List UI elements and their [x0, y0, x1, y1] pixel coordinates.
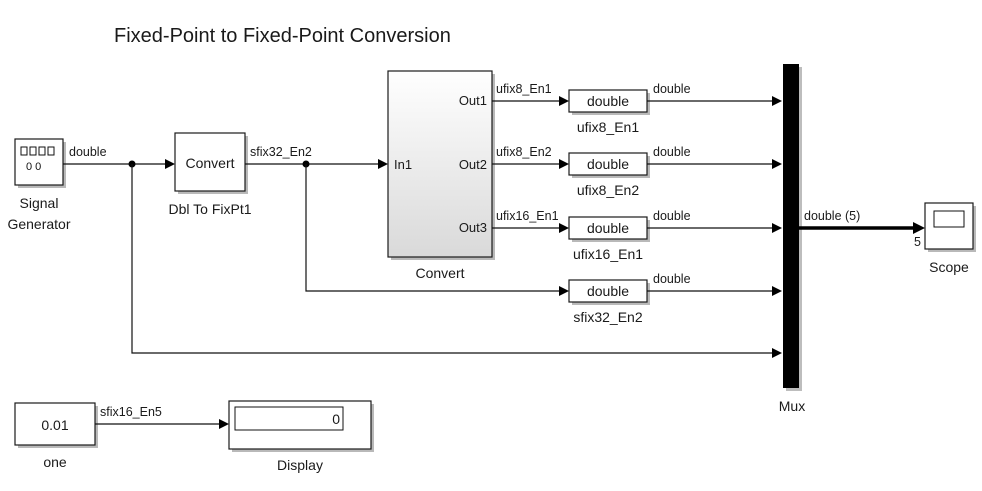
dbl-to-fixpt-label: Dbl To FixPt1 [169, 201, 252, 217]
convert-in-port: In1 [394, 157, 412, 172]
scope-label: Scope [929, 259, 969, 275]
scope-block[interactable] [924, 202, 976, 252]
cast-block-4-text: double [587, 283, 629, 299]
signal-line-mux-out[interactable] [799, 222, 925, 234]
convert-subsystem-block[interactable]: In1 Out1 Out2 Out3 [387, 70, 495, 260]
convert-out-port-1: Out1 [459, 93, 487, 108]
signal-label-mux-out: double (5) [804, 209, 860, 223]
constant-block[interactable]: 0.01 [14, 402, 98, 448]
cast-block-4-label: sfix32_En2 [573, 309, 642, 325]
cast-block-4[interactable]: double [568, 279, 650, 305]
signal-label-cast2-out: double [653, 145, 691, 159]
cast-block-3-text: double [587, 220, 629, 236]
signal-line-cast3-out[interactable] [647, 223, 782, 233]
signal-line-sg-out[interactable] [63, 159, 782, 358]
cast-block-3[interactable]: double [568, 216, 650, 242]
convert-subsystem-label: Convert [415, 265, 464, 281]
convert-out-port-2: Out2 [459, 157, 487, 172]
cast-block-3-label: ufix16_En1 [573, 246, 643, 262]
cast-block-2-text: double [587, 156, 629, 172]
signal-generator-icon: 0 0 [20, 146, 55, 173]
mux-block[interactable] [783, 64, 802, 391]
signal-label-dbl-out: sfix32_En2 [250, 145, 312, 159]
signal-line-cast2-out[interactable] [647, 159, 782, 169]
cast-block-2-label: ufix8_En2 [577, 182, 639, 198]
signal-label-cast4-out: double [653, 272, 691, 286]
scope-icon [933, 210, 965, 228]
constant-label: one [43, 454, 67, 470]
signal-line-cast1-out[interactable] [647, 96, 782, 106]
model-title: Fixed-Point to Fixed-Point Conversion [114, 25, 451, 47]
cast-block-1[interactable]: double [568, 89, 650, 115]
constant-value: 0.01 [41, 417, 68, 433]
signal-label-cast3-out: double [653, 209, 691, 223]
scope-port-width: 5 [914, 235, 921, 249]
signal-generator-label-2: Generator [7, 216, 70, 232]
signal-label-out3: ufix16_En1 [496, 209, 559, 223]
signal-label-cast1-out: double [653, 82, 691, 96]
convert-out-port-3: Out3 [459, 220, 487, 235]
dbl-to-fixpt-text: Convert [185, 155, 234, 171]
display-block[interactable]: 0 [228, 400, 374, 452]
signal-line-out2[interactable] [492, 159, 569, 169]
signal-line-out3[interactable] [492, 223, 569, 233]
signal-generator-icon-text: 0 0 [26, 161, 41, 173]
signal-label-out2: ufix8_En2 [496, 145, 552, 159]
mux-label: Mux [779, 398, 805, 414]
signal-line-out1[interactable] [492, 96, 569, 106]
signal-line-cast4-out[interactable] [647, 286, 782, 296]
display-value: 0 [332, 411, 340, 427]
cast-block-1-text: double [587, 93, 629, 109]
display-label: Display [277, 457, 323, 473]
signal-label-sg-out: double [69, 145, 107, 159]
signal-line-dbl-out[interactable] [245, 159, 569, 296]
cast-block-1-label: ufix8_En1 [577, 119, 639, 135]
signal-generator-label: Signal [20, 195, 59, 211]
signal-line-const-out[interactable] [95, 419, 229, 429]
signal-label-out1: ufix8_En1 [496, 82, 552, 96]
signal-generator-block[interactable]: 0 0 [14, 138, 66, 188]
signal-label-const-out: sfix16_En5 [100, 405, 162, 419]
cast-block-2[interactable]: double [568, 152, 650, 178]
dbl-to-fixpt-block[interactable]: Convert [174, 132, 248, 194]
